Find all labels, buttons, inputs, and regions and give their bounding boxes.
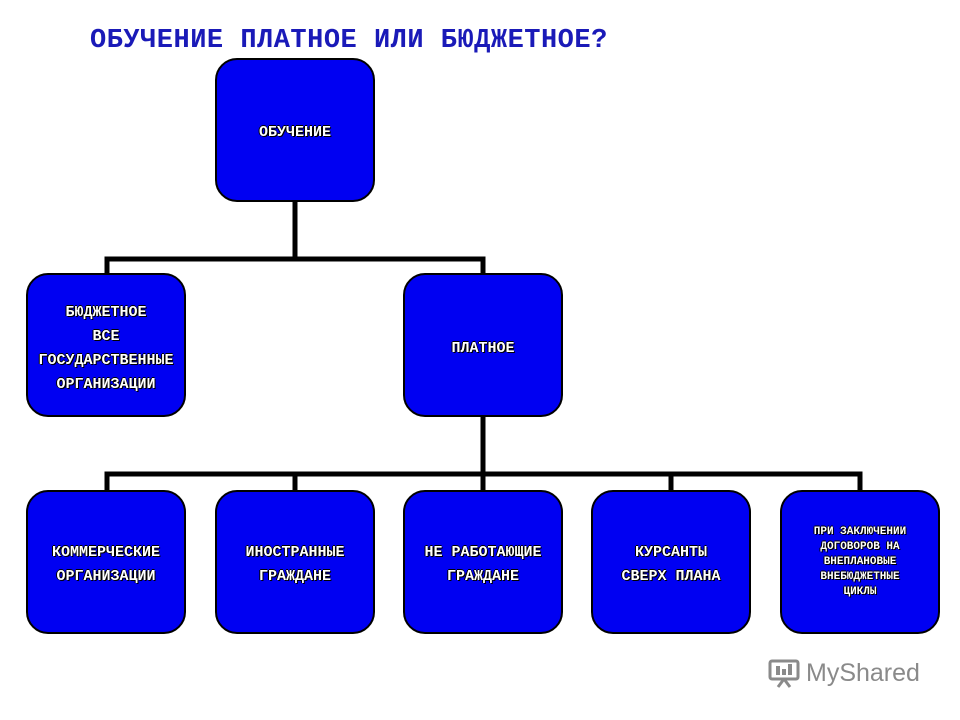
budget-node-line-1: БЮДЖЕТНОЕ	[65, 304, 147, 321]
leaf-foreign-line-1: ИНОСТРАННЫЕ	[245, 544, 345, 561]
paid-node: ПЛАТНОЕ	[403, 273, 563, 417]
diagram-title: ОБУЧЕНИЕ ПЛАТНОЕ ИЛИ БЮДЖЕТНОЕ?	[90, 26, 608, 56]
watermark-text: MyShared	[806, 658, 920, 687]
paid-node-label: ПЛАТНОЕ	[451, 340, 515, 357]
leaf-contract-line-2: ДОГОВОРОВ НА	[820, 541, 900, 553]
root-node-label: ОБУЧЕНИЕ	[258, 124, 331, 141]
leaf-cadets-line-1: КУРСАНТЫ	[634, 544, 707, 561]
leaf-contract-cycles: ПРИ ЗАКЛЮЧЕНИИ ДОГОВОРОВ НА ВНЕПЛАНОВЫЕ …	[780, 490, 940, 634]
myshared-watermark: MyShared	[768, 658, 920, 688]
leaf-cadets-line-2: СВЕРХ ПЛАНА	[621, 568, 721, 585]
leaf-non-working-citizens: НЕ РАБОТАЮЩИЕ ГРАЖДАНЕ	[403, 490, 563, 634]
budget-node-line-3: ГОСУДАРСТВЕННЫЕ	[38, 352, 174, 369]
leaf-contract-line-3: ВНЕПЛАНОВЫЕ	[823, 556, 897, 568]
leaf-contract-line-5: ЦИКЛЫ	[843, 586, 877, 598]
leaf-commercial-line-2: ОРГАНИЗАЦИИ	[56, 568, 156, 585]
leaf-commercial-organizations: КОММЕРЧЕСКИЕ ОРГАНИЗАЦИИ	[26, 490, 186, 634]
leaf-commercial-line-1: КОММЕРЧЕСКИЕ	[51, 544, 161, 561]
leaf-cadets-over-plan: КУРСАНТЫ СВЕРХ ПЛАНА	[591, 490, 751, 634]
budget-node-line-2: ВСЕ	[92, 328, 120, 345]
leaf-contract-line-1: ПРИ ЗАКЛЮЧЕНИИ	[813, 526, 907, 538]
leaf-foreign-line-2: ГРАЖДАНЕ	[258, 568, 331, 585]
projector-screen-icon	[768, 659, 800, 688]
root-node: ОБУЧЕНИЕ	[215, 58, 375, 202]
leaf-foreign-citizens: ИНОСТРАННЫЕ ГРАЖДАНЕ	[215, 490, 375, 634]
budget-node-line-4: ОРГАНИЗАЦИИ	[56, 376, 156, 393]
leaf-nonworking-line-2: ГРАЖДАНЕ	[446, 568, 519, 585]
leaf-nonworking-line-1: НЕ РАБОТАЮЩИЕ	[424, 544, 542, 561]
leaf-contract-line-4: ВНЕБЮДЖЕТНЫЕ	[820, 571, 900, 583]
budget-node: БЮДЖЕТНОЕ ВСЕ ГОСУДАРСТВЕННЫЕ ОРГАНИЗАЦИ…	[26, 273, 186, 417]
